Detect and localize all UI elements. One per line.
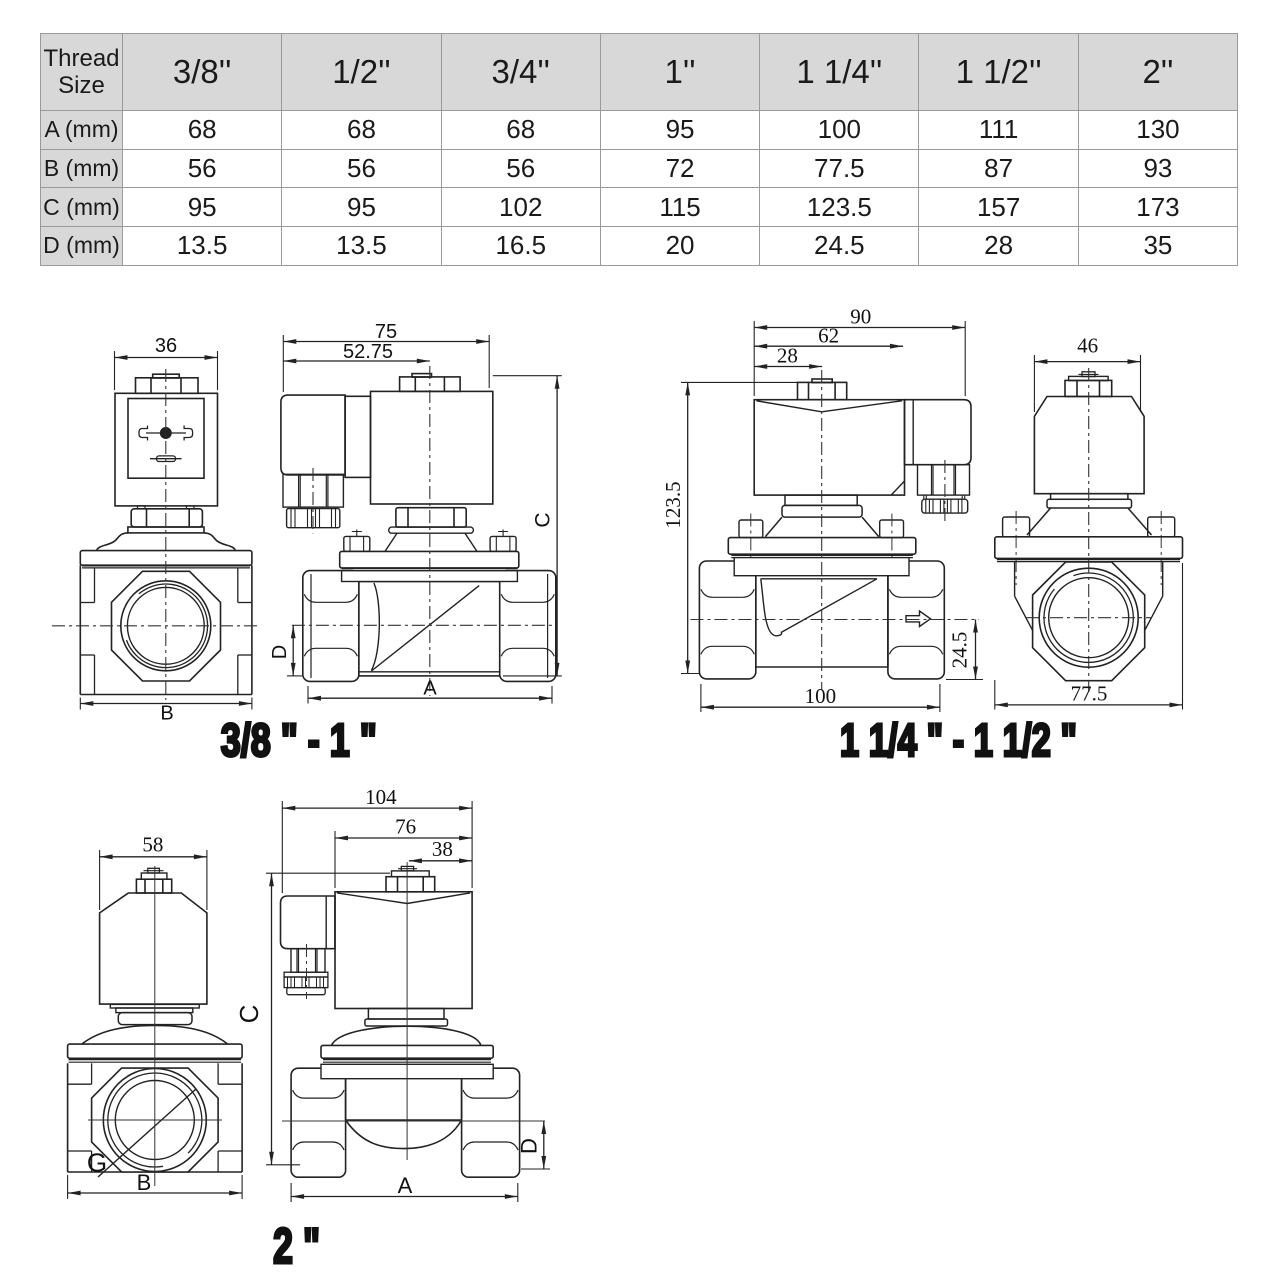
svg-text:1 1/4 " - 1 1/2 ": 1 1/4 " - 1 1/2 " xyxy=(840,714,1077,766)
svg-text:3/8 " - 1 ": 3/8 " - 1 " xyxy=(221,714,377,766)
svg-text:46: 46 xyxy=(1077,334,1098,358)
svg-text:B: B xyxy=(160,703,173,725)
svg-text:B: B xyxy=(137,1170,152,1195)
svg-text:24.5: 24.5 xyxy=(948,632,972,669)
svg-text:D: D xyxy=(269,645,291,659)
svg-text:52.75: 52.75 xyxy=(343,341,393,363)
svg-text:104: 104 xyxy=(365,785,397,809)
svg-text:A: A xyxy=(423,678,437,700)
svg-text:123.5: 123.5 xyxy=(661,481,685,528)
svg-text:62: 62 xyxy=(818,323,839,347)
svg-text:C: C xyxy=(234,1005,264,1024)
svg-text:58: 58 xyxy=(142,833,163,857)
svg-text:D: D xyxy=(517,1138,542,1154)
svg-text:90: 90 xyxy=(850,305,871,329)
svg-text:28: 28 xyxy=(777,344,798,368)
svg-text:38: 38 xyxy=(432,837,453,861)
svg-text:77.5: 77.5 xyxy=(1071,682,1108,706)
svg-text:75: 75 xyxy=(375,321,397,343)
svg-text:2 ": 2 " xyxy=(273,1218,320,1274)
svg-text:G: G xyxy=(87,1148,107,1178)
svg-text:36: 36 xyxy=(155,335,177,357)
svg-text:100: 100 xyxy=(805,684,837,708)
svg-text:C: C xyxy=(532,512,555,527)
svg-text:A: A xyxy=(398,1173,413,1198)
svg-text:76: 76 xyxy=(395,815,416,839)
